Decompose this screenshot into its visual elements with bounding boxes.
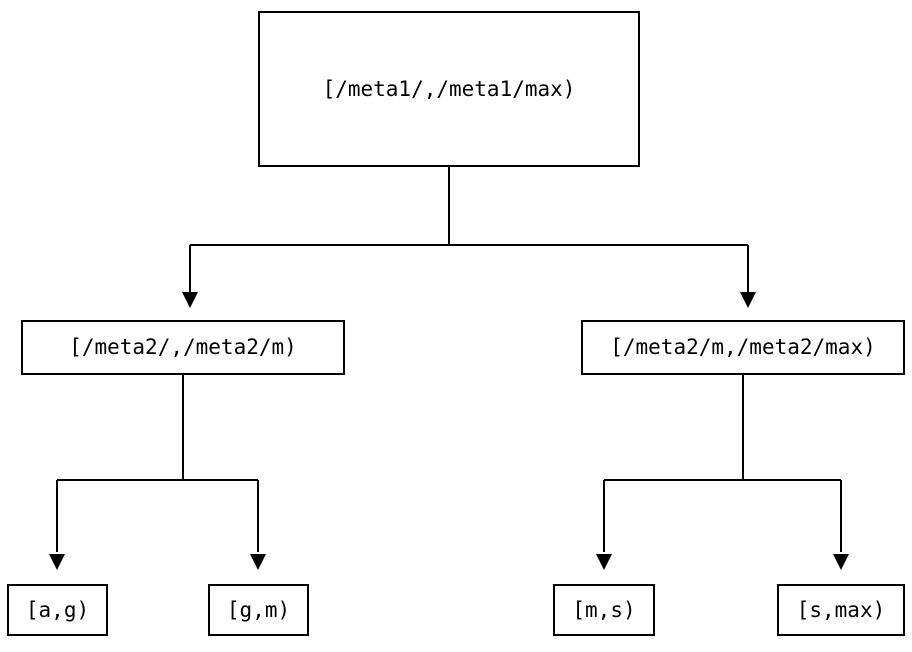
node-root: [/meta1/,/meta1/max) [258, 11, 640, 167]
node-leaf-g-m-label: [g,m) [226, 597, 291, 622]
arrow-to-branch-left-icon [182, 292, 198, 308]
node-leaf-a-g-label: [a,g) [25, 597, 90, 622]
arrow-to-leaf-1-icon [49, 554, 65, 570]
arrow-to-leaf-3-icon [596, 554, 612, 570]
node-leaf-s-max-label: [s,max) [796, 597, 886, 622]
arrow-to-leaf-4-icon [833, 554, 849, 570]
node-leaf-m-s-label: [m,s) [572, 597, 636, 622]
node-branch-left: [/meta2/,/meta2/m) [21, 320, 345, 375]
node-leaf-g-m: [g,m) [208, 584, 309, 636]
node-leaf-m-s: [m,s) [553, 584, 655, 636]
node-branch-right-label: [/meta2/m,/meta2/max) [610, 335, 876, 359]
arrow-to-leaf-2-icon [250, 554, 266, 570]
node-leaf-s-max: [s,max) [777, 584, 905, 636]
node-branch-right: [/meta2/m,/meta2/max) [581, 320, 905, 375]
node-leaf-a-g: [a,g) [7, 584, 108, 636]
node-branch-left-label: [/meta2/,/meta2/m) [69, 335, 297, 359]
arrow-to-branch-right-icon [740, 292, 756, 308]
node-root-label: [/meta1/,/meta1/max) [322, 76, 576, 101]
